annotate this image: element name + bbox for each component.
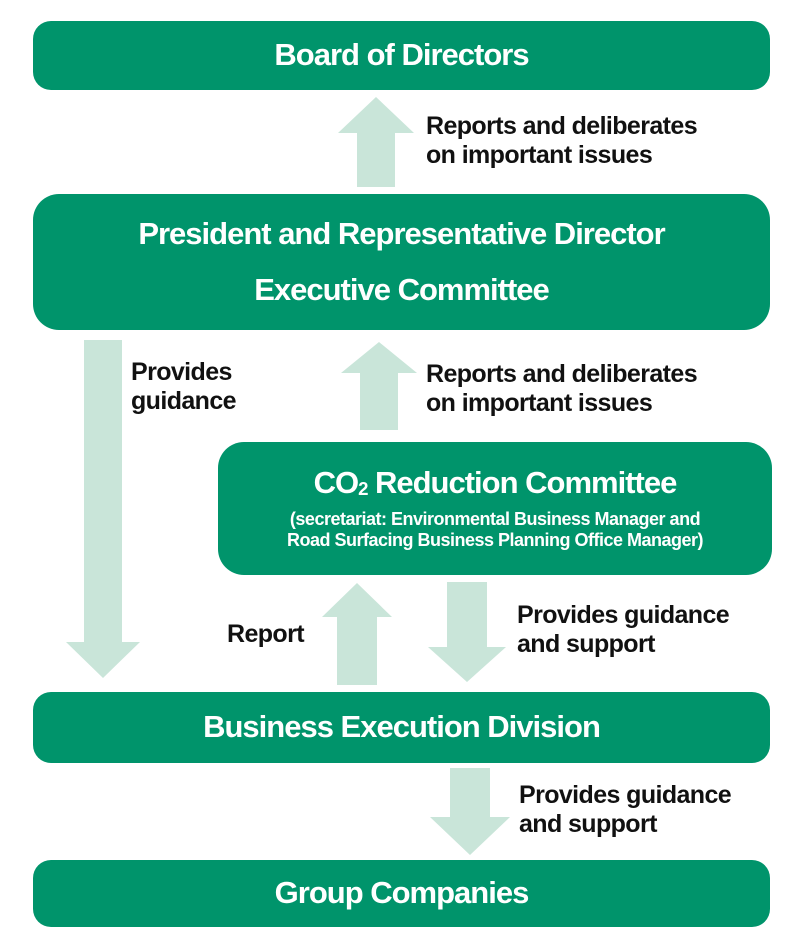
reports-deliberates-label-top: Reports and deliberates on important iss… xyxy=(426,112,698,169)
president-line: President and Representative Director xyxy=(138,215,665,251)
board-of-directors-box: Board of Directors xyxy=(33,21,770,90)
up-arrow-to-board-icon xyxy=(338,97,414,187)
group-companies-box: Group Companies xyxy=(33,860,770,927)
co2-subtitle-line1: (secretariat: Environmental Business Man… xyxy=(289,509,701,530)
up-arrow-to-president-icon xyxy=(341,342,417,430)
guidance-support-label-mid: Provides guidance and support xyxy=(517,601,730,658)
group-companies-label: Group Companies xyxy=(274,875,530,911)
reports-deliberates-label-mid: Reports and deliberates on important iss… xyxy=(426,360,698,417)
business-execution-division-label: Business Execution Division xyxy=(203,709,601,745)
co2-subscript: 2 xyxy=(358,478,368,500)
provides-guidance-label: Provides guidance xyxy=(131,358,237,415)
co2-reduction-committee-box: CO2 Reduction Committee (secretariat: Env… xyxy=(218,442,772,575)
president-executive-committee-box: President and Representative Director Ex… xyxy=(33,194,770,330)
co2-subtitle-line2: Road Surfacing Business Planning Office … xyxy=(286,530,704,551)
down-arrow-to-group-icon xyxy=(430,768,510,855)
executive-committee-line: Executive Committee xyxy=(254,272,550,307)
down-arrow-guidance-tall-icon xyxy=(66,340,140,678)
business-execution-division-box: Business Execution Division xyxy=(33,692,770,763)
down-arrow-guidance-support-icon xyxy=(428,582,506,682)
co2-secretariat-subtitle: (secretariat: Environmental Business Man… xyxy=(286,509,704,551)
co2-title-rest: Reduction Committee xyxy=(374,464,677,500)
co2-committee-title: CO2 Reduction Committee xyxy=(313,464,678,500)
report-label: Report xyxy=(227,620,305,648)
guidance-support-label-bottom: Provides guidance and support xyxy=(519,781,732,838)
board-of-directors-label: Board of Directors xyxy=(274,37,529,73)
co2-title-main: CO xyxy=(313,464,359,500)
up-arrow-report-icon xyxy=(322,583,392,685)
